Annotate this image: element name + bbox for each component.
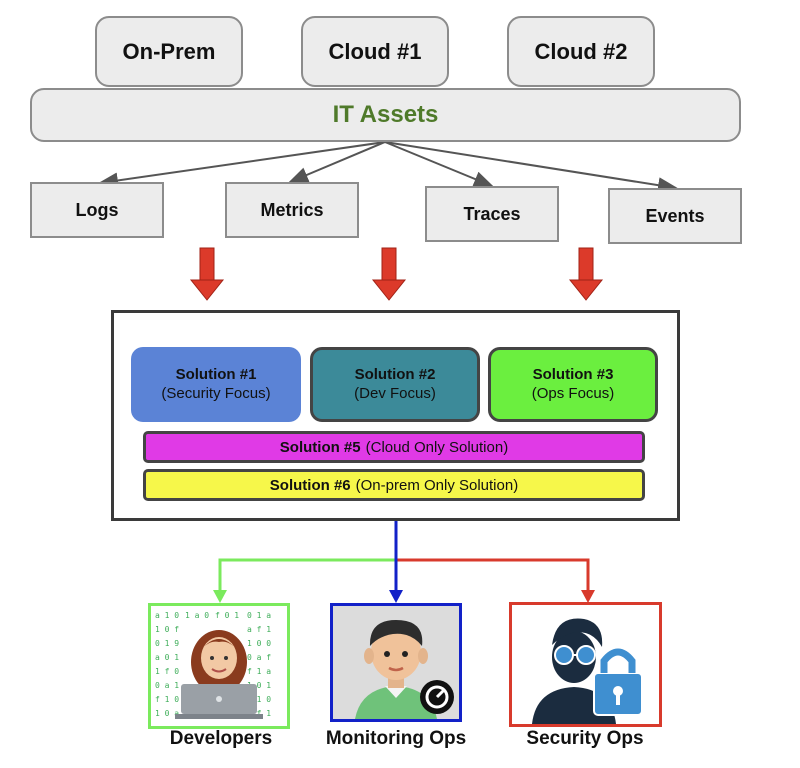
persona-security-ops-label: Security Ops [526,728,644,749]
solution-title: Solution #3 [532,365,614,383]
solution-5-bar: Solution #5(Cloud Only Solution) [143,431,645,463]
bar-title: Solution #6 [269,476,351,494]
bar-desc: (On-prem Only Solution) [355,476,519,494]
solution-1-box: Solution #1 (Security Focus) [131,347,301,422]
solution-3-box: Solution #3 (Ops Focus) [488,347,658,422]
it-assets-label: IT Assets [332,101,439,128]
monitoring-ops-icon [355,620,454,719]
flow-arrow-2 [371,247,407,301]
connector-developers-head [213,590,227,603]
svg-text:1 0 1: 1 0 1 [247,681,271,690]
svg-text:1 0 0: 1 0 0 [247,639,271,648]
svg-text:0 a 1: 0 a 1 [155,681,179,690]
source-on-prem: On-Prem [95,16,243,87]
connector-events [384,141,678,194]
source-label: Cloud #1 [328,38,422,64]
persona-developers: a 1 0 1 0 f 0 1 9 a 0 1 1 f 0 0 a 1 f 1 0 1 0 a… [148,603,290,729]
svg-text:0 a f: 0 a f [247,653,271,662]
telemetry-events: Events [608,188,742,244]
flow-arrow-3 [568,247,604,301]
svg-text:0 1 a: 0 1 a [247,611,271,620]
connector-security-ops-head [581,590,595,603]
connector-security-ops [395,558,590,592]
telemetry-metrics: Metrics [225,182,359,238]
connector-traces [384,141,494,187]
persona-monitoring-ops [330,603,462,722]
telemetry-label: Logs [75,199,119,220]
svg-text:a 1 0: a 1 0 [155,611,179,620]
telemetry-label: Metrics [260,199,324,220]
solution-title: Solution #1 [175,365,257,383]
telemetry-logs: Logs [30,182,164,238]
source-cloud-2: Cloud #2 [507,16,655,87]
solution-subtitle: (Security Focus) [161,384,271,402]
svg-text:a f 1: a f 1 [247,625,271,634]
telemetry-traces: Traces [425,186,559,242]
svg-text:f 0 1: f 0 1 [215,611,239,620]
svg-text:1 0 a: 1 0 a [155,709,179,718]
persona-developers-label: Developers [169,728,273,749]
source-label: On-Prem [122,38,216,64]
persona-monitoring-ops-label: Monitoring Ops [325,728,467,749]
solution-subtitle: (Ops Focus) [531,384,615,402]
svg-text:a 1 0: a 1 0 [247,695,271,704]
svg-text:f 1 a: f 1 a [247,667,271,676]
connector-developers [218,558,395,592]
it-assets-box: IT Assets [30,88,741,142]
solution-title: Solution #2 [354,365,436,383]
svg-text:a 0 1: a 0 1 [155,653,179,662]
security-ops-icon [532,618,643,724]
bar-title: Solution #5 [279,438,361,456]
bar-desc: (Cloud Only Solution) [365,438,509,456]
solution-subtitle: (Dev Focus) [354,384,436,402]
telemetry-label: Events [645,205,705,226]
svg-text:1 f 0: 1 f 0 [155,667,179,676]
svg-text:0 f 1: 0 f 1 [247,709,271,718]
svg-text:0 1 9: 0 1 9 [155,639,179,648]
svg-text:f 1 0: f 1 0 [155,695,179,704]
connector-monitoring-ops-head [389,590,403,603]
source-label: Cloud #2 [534,38,628,64]
svg-text:1 a 0: 1 a 0 [185,611,209,620]
solution-2-box: Solution #2 (Dev Focus) [310,347,480,422]
solution-6-bar: Solution #6(On-prem Only Solution) [143,469,645,501]
svg-text:1 0 f: 1 0 f [155,625,179,634]
connector-logs [98,141,386,189]
persona-security-ops [509,602,662,727]
source-cloud-1: Cloud #1 [301,16,449,87]
developer-icon: a 1 0 1 0 f 0 1 9 a 0 1 1 f 0 0 a 1 f 1 0 1 0 a… [155,611,271,719]
flow-arrow-1 [189,247,225,301]
telemetry-label: Traces [463,203,521,224]
connector-metrics [288,141,386,183]
